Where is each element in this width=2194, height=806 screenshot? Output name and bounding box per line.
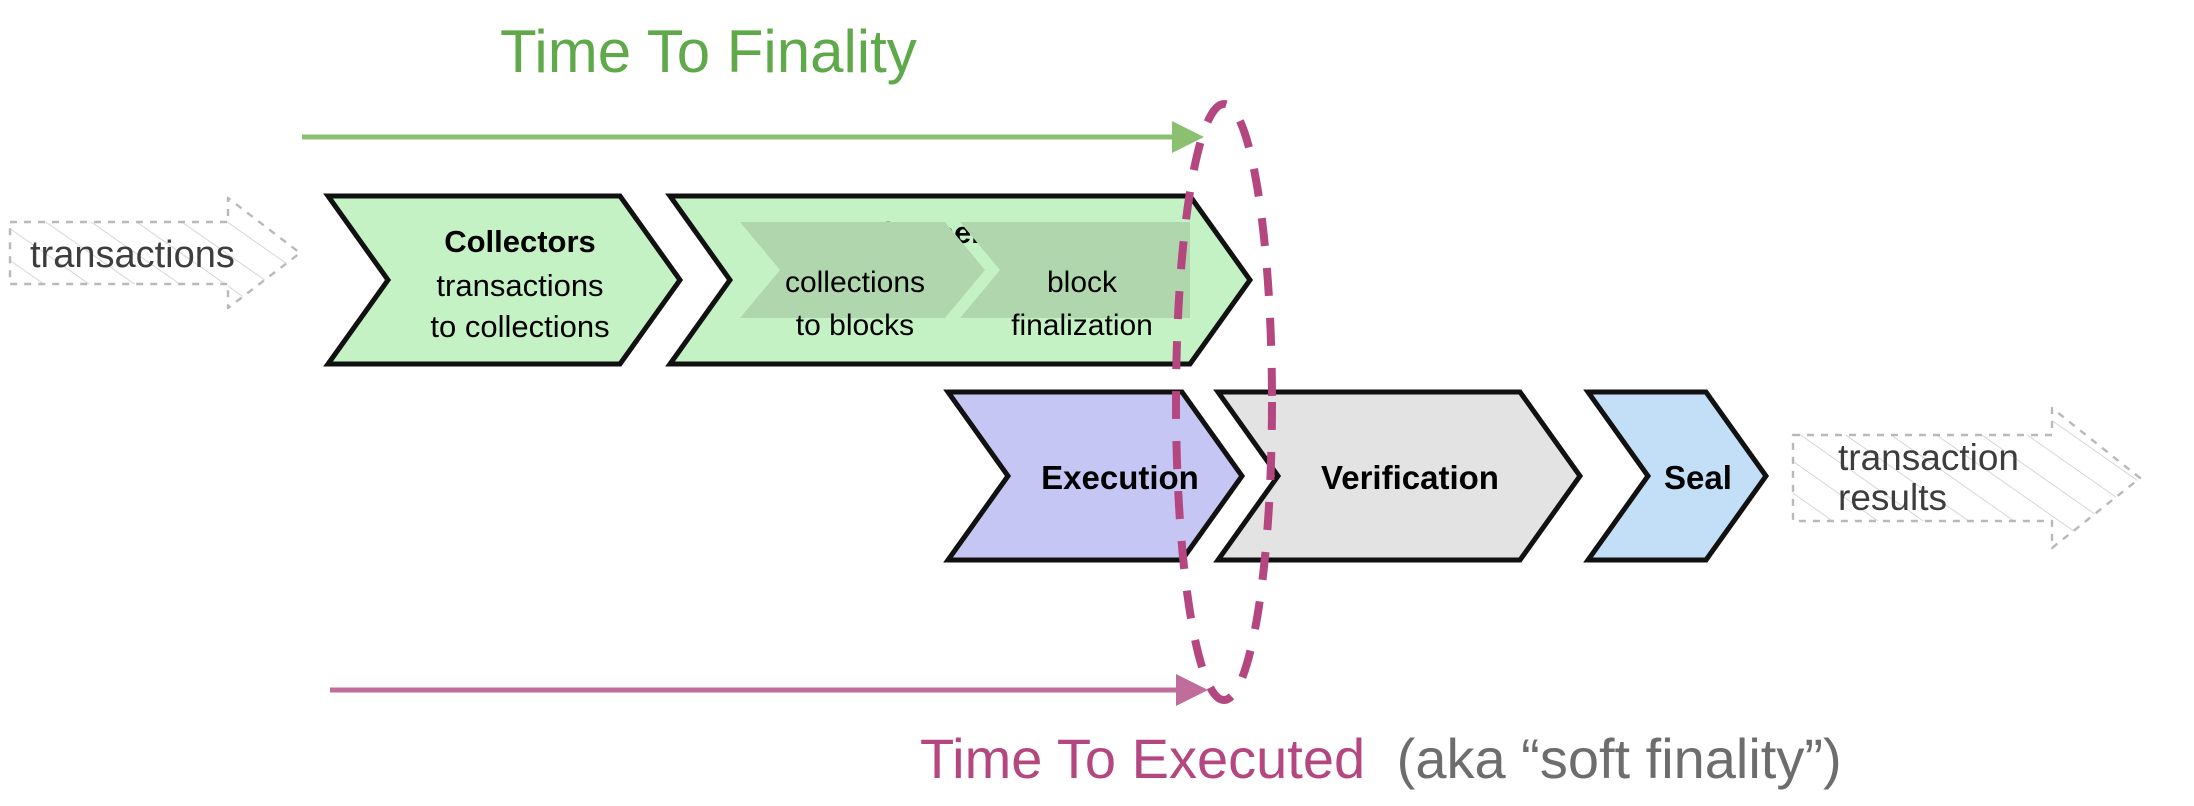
transactions-input-label: transactions — [30, 234, 235, 276]
block-finalization-substage[interactable]: block finalization — [960, 222, 1190, 342]
collections-to-blocks-substage[interactable]: collections to blocks — [740, 222, 985, 342]
execution-stage[interactable]: Execution — [943, 389, 1246, 563]
time-to-executed-suffix: (aka “soft finality”) — [1397, 727, 1842, 790]
seal-title: Seal — [1664, 459, 1732, 496]
finality-marker-ellipse — [1172, 100, 1276, 704]
collections-to-blocks-line1: collections — [785, 266, 925, 299]
transaction-results-label-line1: transaction — [1838, 437, 2019, 478]
collectors-title: Collectors — [444, 224, 596, 259]
verification-title: Verification — [1321, 459, 1499, 496]
time-to-finality-title: Time To Finality — [500, 18, 917, 85]
block-finalization-line1: block — [1047, 266, 1118, 299]
time-to-executed-title: Time To Executed — [920, 727, 1365, 790]
execution-title: Execution — [1041, 459, 1199, 496]
time-to-executed-caption: Time To Executed (aka “soft finality”) — [920, 727, 1842, 790]
collectors-subtitle-line1: transactions — [436, 268, 603, 303]
collectors-subtitle-line2: to collections — [430, 309, 609, 344]
block-finalization-line2: finalization — [1011, 309, 1153, 342]
transactions-input-arrow: transactions — [8, 196, 302, 310]
seal-stage[interactable]: Seal — [1583, 389, 1770, 563]
verification-stage[interactable]: Verification — [1213, 389, 1584, 563]
collections-to-blocks-line2: to blocks — [796, 309, 914, 342]
transaction-results-output-arrow: transaction results — [1791, 406, 2142, 550]
consensus-stage[interactable]: Consensus collections to blocks block fi… — [665, 193, 1254, 367]
collectors-stage[interactable]: Collectors transactions to collections — [323, 193, 684, 367]
transaction-results-label-line2: results — [1838, 477, 1947, 518]
